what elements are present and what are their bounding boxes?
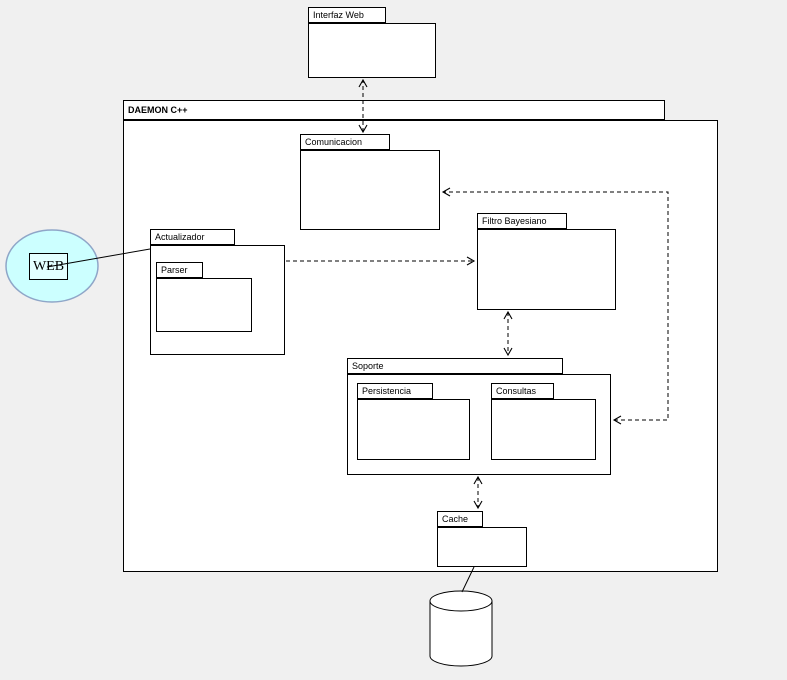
package-actualizador-tab: Actualizador — [150, 229, 235, 245]
package-cache-body — [437, 527, 527, 567]
package-interfaz-web-tab: Interfaz Web — [308, 7, 386, 23]
package-persistencia-body — [357, 399, 470, 460]
package-interfaz-web-body — [308, 23, 436, 78]
package-cache-tab: Cache — [437, 511, 483, 527]
package-actualizador-label: Actualizador — [155, 232, 205, 242]
package-comunicacion-tab: Comunicacion — [300, 134, 390, 150]
package-soporte-tab: Soporte — [347, 358, 563, 374]
package-comunicacion-body — [300, 150, 440, 230]
package-consultas-tab: Consultas — [491, 383, 554, 399]
package-soporte-label: Soporte — [352, 361, 384, 371]
package-filtro-bayesiano-body — [477, 229, 616, 310]
package-filtro-bayesiano-label: Filtro Bayesiano — [482, 216, 547, 226]
package-interfaz-web-label: Interfaz Web — [313, 10, 364, 20]
package-parser-tab: Parser — [156, 262, 203, 278]
package-parser-body — [156, 278, 252, 332]
web-actor-label: WEB — [32, 259, 65, 274]
package-persistencia-tab: Persistencia — [357, 383, 433, 399]
package-daemon-label: DAEMON C++ — [128, 105, 188, 115]
package-parser-label: Parser — [161, 265, 188, 275]
package-daemon-tab: DAEMON C++ — [123, 100, 665, 120]
web-actor-label-box: WEB — [29, 253, 68, 280]
database-cylinder — [429, 590, 493, 667]
package-cache-label: Cache — [442, 514, 469, 524]
package-persistencia-label: Persistencia — [362, 386, 412, 396]
package-consultas-body — [491, 399, 596, 460]
package-comunicacion-label: Comunicacion — [305, 137, 363, 147]
package-consultas-label: Consultas — [496, 386, 537, 396]
package-filtro-bayesiano-tab: Filtro Bayesiano — [477, 213, 567, 229]
